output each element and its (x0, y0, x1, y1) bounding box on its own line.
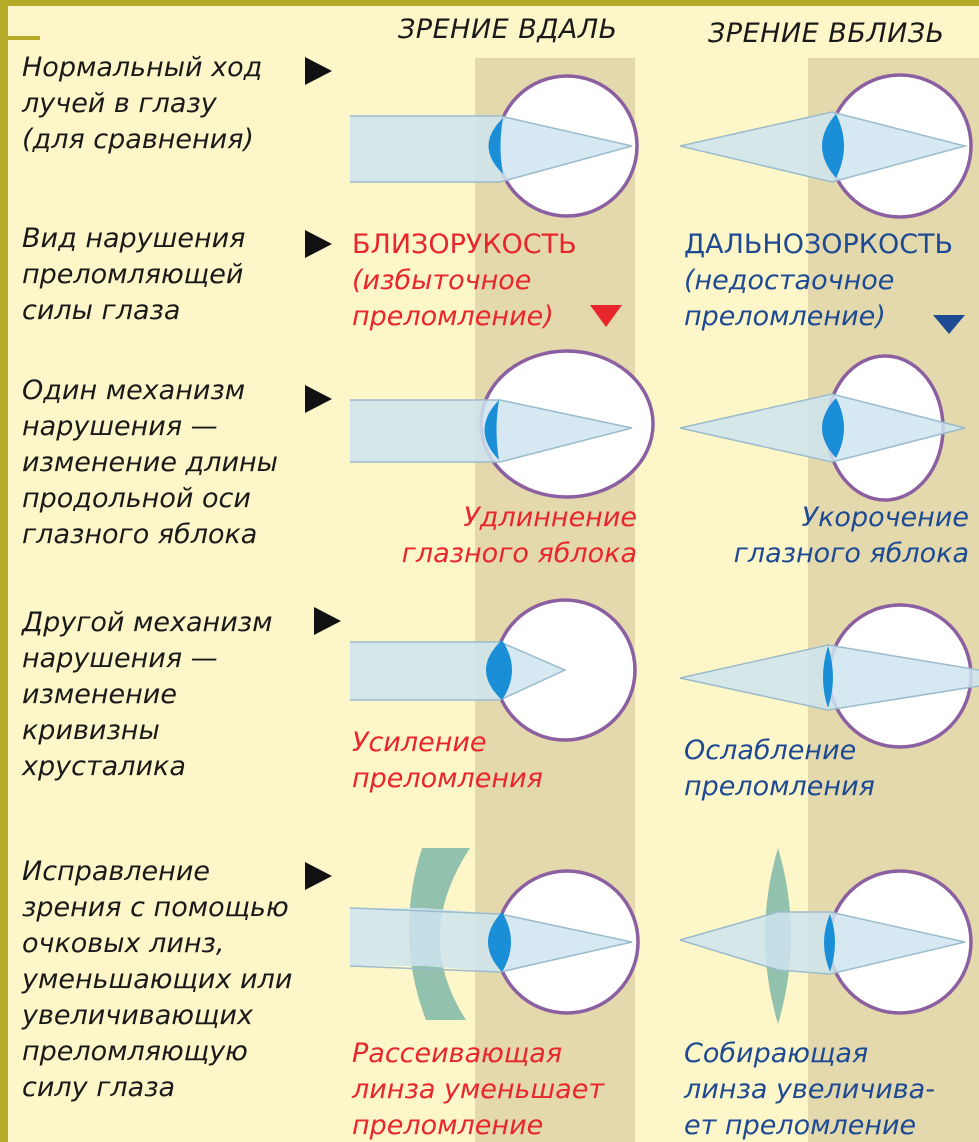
row3-label-line: продольной оси (22, 481, 278, 517)
frame-tick (8, 36, 40, 40)
row5-label-line: уменьшающих или (22, 962, 292, 998)
row5-label-line: увеличивающих (22, 998, 292, 1034)
stronger-refraction-line: Усиление (352, 725, 543, 761)
diverging-lens-line: Рассеивающая (352, 1036, 604, 1072)
row5-arrow-icon (305, 862, 332, 890)
converging-lens-line: ет преломление (684, 1108, 935, 1142)
myopia-caption: БЛИЗОРУКОСТЬ (избыточное преломление) (352, 227, 577, 335)
row1-label: Нормальный ход лучей в глазу (для сравне… (22, 50, 262, 158)
row1-label-line: (для сравнения) (22, 122, 262, 158)
row1-label-line: Нормальный ход (22, 50, 262, 86)
row4-label-line: Другой механизм (22, 605, 272, 641)
row3-label-line: глазного яблока (22, 517, 278, 553)
weaker-refraction-caption: Ослабление преломления (684, 733, 875, 805)
frame-left (0, 0, 8, 1142)
row2-label-line: силы глаза (22, 293, 245, 329)
weaker-refraction-line: преломления (684, 769, 875, 805)
row2-arrow-icon (305, 230, 332, 258)
row3-label: Один механизм нарушения — изменение длин… (22, 373, 278, 553)
hyperopia-subtitle: (недостаочное (684, 263, 953, 299)
row5-label-line: очковых линз, (22, 926, 292, 962)
diverging-lens-line: линза уменьшает (352, 1072, 604, 1108)
hyperopia-caption: ДАЛЬНОЗОРКОСТЬ (недостаочное преломление… (684, 227, 953, 335)
row2-label-line: преломляющей (22, 257, 245, 293)
elongation-line: глазного яблока (402, 536, 637, 572)
row4-label-line: нарушения — (22, 641, 272, 677)
row3-label-line: нарушения — (22, 409, 278, 445)
row2-label-line: Вид нарушения (22, 221, 245, 257)
stronger-refraction-caption: Усиление преломления (352, 725, 543, 797)
converging-lens-line: линза увеличива- (684, 1072, 935, 1108)
near-vision-header: ЗРЕНИЕ ВБЛИЗЬ (708, 18, 945, 49)
row3-arrow-icon (305, 385, 332, 413)
row4-label-line: кривизны (22, 713, 272, 749)
row4-label: Другой механизм нарушения — изменение кр… (22, 605, 272, 785)
stronger-refraction-line: преломления (352, 761, 543, 797)
row5-label-line: преломляющую (22, 1034, 292, 1070)
converging-lens-line: Собирающая (684, 1036, 935, 1072)
elongation-line: Удлиннение (402, 500, 637, 536)
myopia-subtitle: преломление) (352, 299, 577, 335)
hyperopia-title: ДАЛЬНОЗОРКОСТЬ (684, 227, 953, 263)
row5-label-line: Исправление (22, 854, 292, 890)
row5-label-line: зрения с помощью (22, 890, 292, 926)
row1-arrow-icon (305, 57, 332, 85)
row4-label-line: хрусталика (22, 749, 272, 785)
shortening-line: глазного яблока (734, 536, 969, 572)
row2-label: Вид нарушения преломляющей силы глаза (22, 221, 245, 329)
row4-arrow-icon (314, 607, 341, 635)
myopia-title: БЛИЗОРУКОСТЬ (352, 227, 577, 263)
row3-label-line: изменение длины (22, 445, 278, 481)
diverging-lens-line: преломление (352, 1108, 604, 1142)
row3-label-line: Один механизм (22, 373, 278, 409)
elongation-caption: Удлиннение глазного яблока (402, 500, 637, 572)
row5-label: Исправление зрения с помощью очковых лин… (22, 854, 292, 1106)
row4-label-line: изменение (22, 677, 272, 713)
weaker-refraction-line: Ослабление (684, 733, 875, 769)
shortening-caption: Укорочение глазного яблока (734, 500, 969, 572)
converging-lens-caption: Собирающая линза увеличива- ет преломлен… (684, 1036, 935, 1142)
myopia-subtitle: (избыточное (352, 263, 577, 299)
far-vision-header: ЗРЕНИЕ ВДАЛЬ (398, 14, 618, 45)
diverging-lens-caption: Рассеивающая линза уменьшает преломление (352, 1036, 604, 1142)
shortening-line: Укорочение (734, 500, 969, 536)
frame-top (0, 0, 979, 6)
row1-label-line: лучей в глазу (22, 86, 262, 122)
row5-label-line: силу глаза (22, 1070, 292, 1106)
hyperopia-subtitle: преломление) (684, 299, 953, 335)
